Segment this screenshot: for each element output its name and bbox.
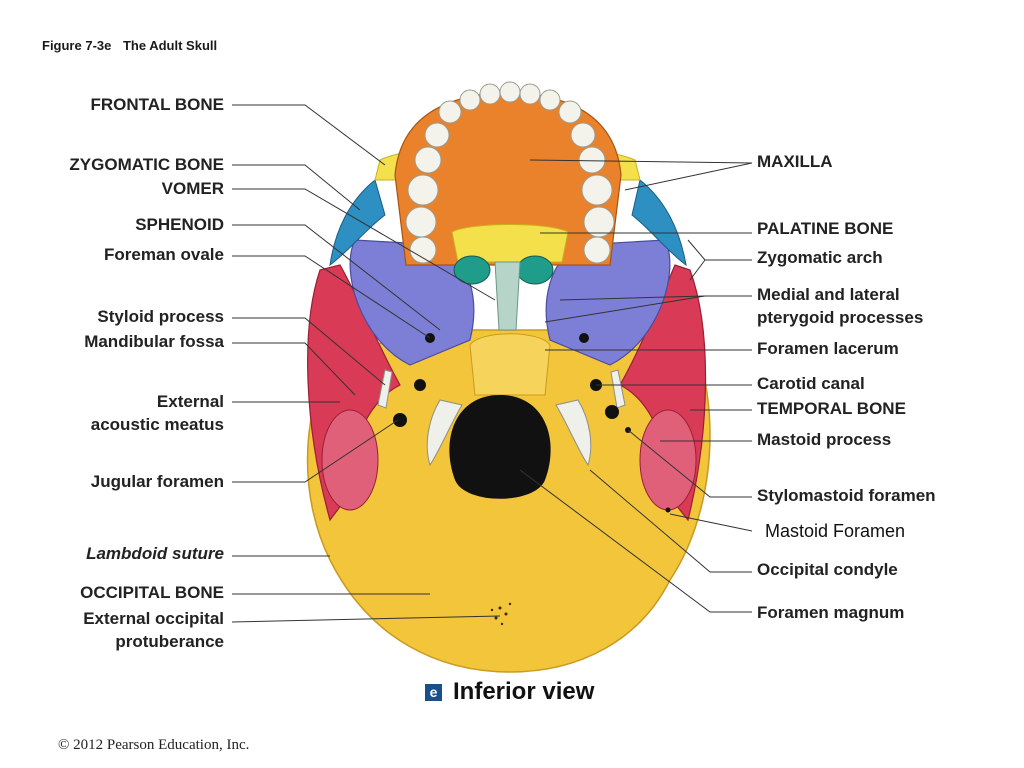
occipital-condyle-right-shape xyxy=(555,399,592,467)
mastoid-left-shape xyxy=(321,409,379,511)
jugular-left-shape xyxy=(393,413,407,427)
label-occipital-condyle: Occipital condyle xyxy=(757,560,898,579)
carotid-left-shape xyxy=(414,379,426,391)
choana-left-shape xyxy=(453,255,491,285)
vomer-shape xyxy=(494,261,521,331)
basilar-occipital-shape xyxy=(469,333,551,396)
protuberance-dots xyxy=(490,602,512,626)
label-mastoid-process: Mastoid process xyxy=(757,430,892,449)
label-lambdoid-suture: Lambdoid suture xyxy=(86,544,224,563)
label-frontal-bone: FRONTAL BONE xyxy=(90,95,224,114)
label-jugular-foramen: Jugular foramen xyxy=(90,472,224,491)
label-occipital-bone: OCCIPITAL BONE xyxy=(80,583,224,602)
label-maxilla: MAXILLA xyxy=(757,152,833,171)
label-pterygoid-line2: pterygoid processes xyxy=(757,308,924,327)
styloid-left-shape xyxy=(377,369,393,409)
label-external-occipital-protuberance-line1: External occipital xyxy=(83,609,224,628)
label-foramen-magnum: Foramen magnum xyxy=(757,603,905,622)
zygomatic-left-shape xyxy=(329,179,386,267)
palatine-bone-shape xyxy=(451,224,569,263)
zygomatic-right-shape xyxy=(631,179,687,267)
label-pterygoid-line1: Medial and lateral xyxy=(757,285,900,304)
label-palatine-bone: PALATINE BONE xyxy=(757,219,894,238)
label-vomer: VOMER xyxy=(161,179,224,198)
label-foramen-lacerum: Foramen lacerum xyxy=(757,339,899,358)
view-badge: e xyxy=(425,684,442,701)
label-foreman-ovale: Foreman ovale xyxy=(104,245,224,264)
figure-caption: The Adult Skull xyxy=(122,38,218,53)
foramen-magnum-shape xyxy=(449,395,551,499)
label-temporal-bone: TEMPORAL BONE xyxy=(757,399,906,418)
label-mastoid-foramen: Mastoid Foramen xyxy=(765,521,906,541)
mastoid-right-shape xyxy=(639,409,697,511)
copyright-notice: © 2012 Pearson Education, Inc. xyxy=(58,737,250,753)
occipital-condyle-left-shape xyxy=(426,399,463,467)
label-stylomastoid-foramen: Stylomastoid foramen xyxy=(757,486,936,505)
view-title: Inferior view xyxy=(453,678,595,705)
label-sphenoid: SPHENOID xyxy=(135,215,224,234)
label-external-acoustic-meatus-line2: acoustic meatus xyxy=(90,415,224,434)
label-mandibular-fossa: Mandibular fossa xyxy=(84,332,224,351)
label-external-acoustic-meatus-line1: External xyxy=(156,392,224,411)
foramen-ovale-right-shape xyxy=(579,333,589,343)
label-zygomatic-arch: Zygomatic arch xyxy=(757,248,883,267)
figure-number: Figure 7-3e xyxy=(42,38,112,53)
label-carotid-canal: Carotid canal xyxy=(757,374,865,393)
mastoid-foramen-right-shape xyxy=(665,507,671,513)
teeth-row xyxy=(405,81,615,264)
label-zygomatic-bone: ZYGOMATIC BONE xyxy=(69,155,224,174)
choana-right-shape xyxy=(516,255,554,285)
label-styloid-process: Styloid process xyxy=(97,307,224,326)
jugular-right-shape xyxy=(605,405,619,419)
leader-lines xyxy=(231,104,753,623)
label-external-occipital-protuberance-line2: protuberance xyxy=(115,632,224,651)
figure-title: Figure 7-3e The Adult Skull xyxy=(42,38,217,53)
